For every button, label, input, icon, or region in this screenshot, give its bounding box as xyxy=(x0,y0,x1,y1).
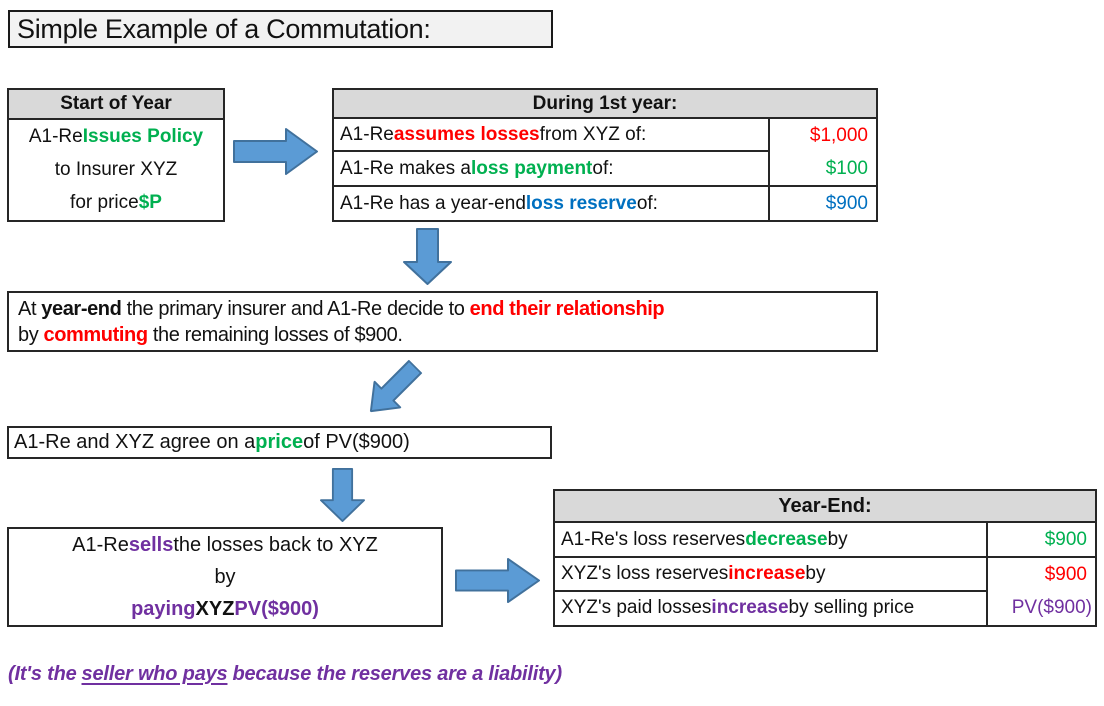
start-of-year-line: to Insurer XYZ xyxy=(9,153,223,186)
text-segment: by xyxy=(18,324,44,346)
text-segment: by xyxy=(827,528,848,550)
highlight-commuting: commuting xyxy=(43,324,148,346)
row-value: $900 xyxy=(825,192,868,214)
text-segment: of: xyxy=(592,157,614,179)
table-row: A1-Re makes a loss payment of: $100 xyxy=(334,152,876,187)
right-arrow-icon xyxy=(233,128,318,175)
row-value: $100 xyxy=(825,157,868,179)
row-label: A1-Re has a year-end loss reserve of: xyxy=(334,187,770,220)
highlight-issues-policy: Issues Policy xyxy=(82,125,204,147)
highlight-pv-900: PV($900) xyxy=(234,597,319,620)
table-row: A1-Re's loss reserves decrease by $900 xyxy=(555,523,1095,559)
sell-back-box: A1-Re sells the losses back to XYZ by pa… xyxy=(7,527,443,627)
text-segment: by selling price xyxy=(788,597,915,619)
text-segment: (It's the xyxy=(8,663,77,685)
highlight-assumes-losses: assumes losses xyxy=(393,123,540,145)
sell-back-line: by xyxy=(9,561,441,593)
text-segment: the losses back to XYZ xyxy=(173,533,378,556)
year-end-table: Year-End: A1-Re's loss reserves decrease… xyxy=(553,489,1097,627)
highlight-year-end: year-end xyxy=(41,298,122,320)
decision-line: At year-end the primary insurer and A1-R… xyxy=(18,296,867,322)
start-of-year-header: Start of Year xyxy=(9,90,223,120)
down-arrow-icon xyxy=(320,468,365,522)
row-label: A1-Re assumes losses from XYZ of: xyxy=(334,119,770,152)
down-arrow-icon xyxy=(403,228,452,285)
price-agreement-box: A1-Re and XYZ agree on a price of PV($90… xyxy=(7,426,552,459)
year-end-table-header: Year-End: xyxy=(555,491,1095,523)
highlight-loss-reserve: loss reserve xyxy=(525,192,637,214)
row-label: A1-Re makes a loss payment of: xyxy=(334,152,770,185)
text-segment: At xyxy=(18,298,42,320)
text-segment: A1-Re's loss reserves xyxy=(561,528,746,550)
highlight-decrease: decrease xyxy=(745,528,828,550)
text-segment: of: xyxy=(636,192,658,214)
start-of-year-box: Start of Year A1-Re Issues Policy to Ins… xyxy=(7,88,225,222)
during-table-header: During 1st year: xyxy=(334,90,876,119)
highlight-paying: paying xyxy=(131,597,196,620)
text-segment: of PV($900) xyxy=(303,431,410,453)
text-segment: by xyxy=(214,565,236,588)
highlight-increase-purple: increase xyxy=(711,597,789,619)
highlight-loss-payment: loss payment xyxy=(470,157,593,179)
table-row: XYZ's paid losses increase by selling pr… xyxy=(555,591,1095,625)
row-label: XYZ's loss reserves increase by xyxy=(555,558,988,592)
text-segment: XYZ's loss reserves xyxy=(561,562,729,584)
sell-back-line: paying XYZ PV($900) xyxy=(9,593,441,625)
row-value: $1,000 xyxy=(809,124,868,146)
sell-back-line: A1-Re sells the losses back to XYZ xyxy=(9,529,441,561)
text-segment: for price xyxy=(70,192,139,214)
table-row: XYZ's loss reserves increase by $900 xyxy=(555,558,1095,592)
page-title: Simple Example of a Commutation: xyxy=(8,10,553,48)
text-segment: from XYZ of: xyxy=(539,123,647,145)
commutation-decision-box: At year-end the primary insurer and A1-R… xyxy=(7,291,878,352)
text-segment: because the reserves are a liability) xyxy=(232,663,562,685)
page-title-text: Simple Example of a Commutation: xyxy=(17,13,431,44)
highlight-price: price xyxy=(255,431,304,453)
text-segment: to Insurer XYZ xyxy=(54,158,178,180)
text-segment: A1-Re has a year-end xyxy=(340,192,526,214)
right-arrow-icon xyxy=(455,558,540,603)
table-row: A1-Re has a year-end loss reserve of: $9… xyxy=(334,187,876,220)
text-segment: A1-Re makes a xyxy=(340,157,471,179)
highlight-price-p: $P xyxy=(138,192,162,214)
row-value: $900 xyxy=(1044,563,1087,585)
highlight-increase-red: increase xyxy=(728,562,806,584)
row-value: PV($900) xyxy=(1011,597,1092,619)
table-row: A1-Re assumes losses from XYZ of: $1,000 xyxy=(334,119,876,152)
highlight-end-relationship: end their relationship xyxy=(469,298,665,320)
text-segment: A1-Re xyxy=(340,123,394,145)
text-segment: XYZ xyxy=(195,597,235,620)
text-segment: XYZ's paid losses xyxy=(561,597,712,619)
text-segment: A1-Re xyxy=(72,533,129,556)
start-of-year-line: for price $P xyxy=(9,187,223,220)
row-label: XYZ's paid losses increase by selling pr… xyxy=(555,591,988,625)
highlight-seller-who-pays: seller who pays xyxy=(81,663,228,685)
text-segment: A1-Re and XYZ agree on a xyxy=(14,431,256,453)
decision-line: by commuting the remaining losses of $90… xyxy=(18,322,867,348)
highlight-sells: sells xyxy=(128,533,174,556)
during-first-year-table: During 1st year: A1-Re assumes losses fr… xyxy=(332,88,878,222)
diagonal-arrow-icon xyxy=(357,353,429,425)
row-value: $900 xyxy=(1044,528,1087,550)
text-segment: the primary insurer and A1-Re decide to xyxy=(121,298,470,320)
text-segment: the remaining losses of $900. xyxy=(147,324,403,346)
row-label: A1-Re's loss reserves decrease by xyxy=(555,523,988,557)
text-segment: by xyxy=(805,562,826,584)
start-of-year-line: A1-Re Issues Policy xyxy=(9,120,223,153)
text-segment: A1-Re xyxy=(28,125,83,147)
